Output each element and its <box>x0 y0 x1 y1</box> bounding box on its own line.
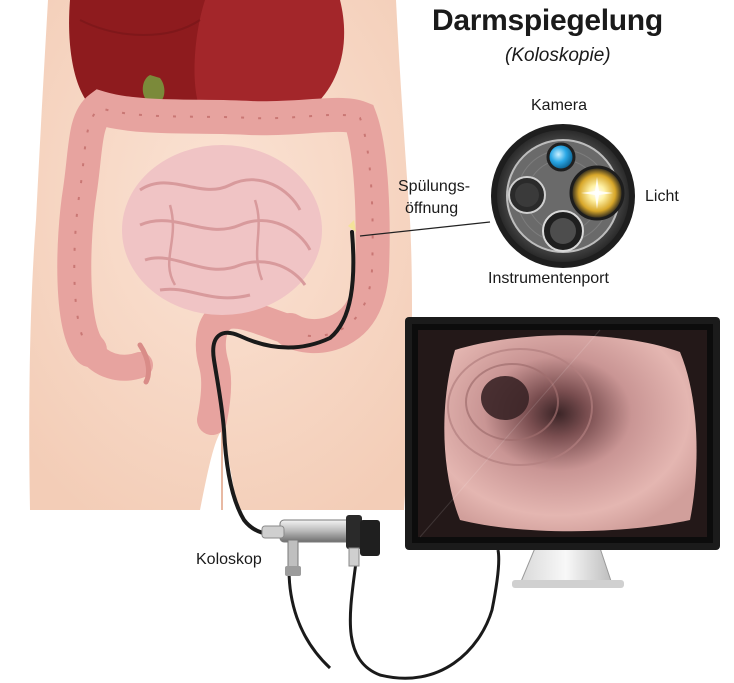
scope-tip-closeup <box>491 124 635 268</box>
label-light: Licht <box>645 188 679 205</box>
small-intestine <box>122 145 322 315</box>
monitor <box>405 317 720 588</box>
label-colonoscope: Koloskop <box>196 551 262 568</box>
diagram-subtitle: (Koloskopie) <box>505 45 611 66</box>
label-camera: Kamera <box>531 97 588 114</box>
colonoscope-device <box>261 515 501 680</box>
scope-tip-marker <box>348 220 356 232</box>
label-instrument-port: Instrumentenport <box>488 270 609 287</box>
label-irrigation-line2: öffnung <box>405 200 459 217</box>
label-irrigation-line1: Spülungs- <box>398 178 471 195</box>
camera-lens-icon <box>546 142 576 172</box>
scope-tube-inside <box>211 230 356 537</box>
irrigation-leader-line <box>359 221 491 237</box>
diagram-title: Darmspiegelung <box>432 4 663 37</box>
large-intestine <box>57 89 390 435</box>
